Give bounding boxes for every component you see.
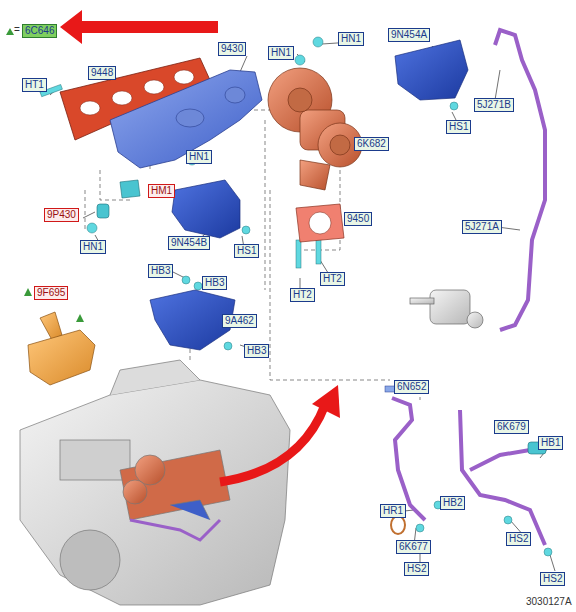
actuator — [410, 290, 483, 328]
callout-number: 5J271B — [474, 98, 514, 112]
callout-number: HR1 — [380, 504, 406, 518]
callout-number: 6K677 — [396, 540, 431, 554]
callout-number: 9N454A — [388, 28, 430, 42]
callout-number: HT1 — [22, 78, 47, 92]
sensor — [97, 180, 140, 218]
callout-number: HS2 — [404, 562, 429, 576]
callout-number: 6C646 — [22, 24, 57, 38]
callout-number: HB3 — [148, 264, 173, 278]
callout-number: HS2 — [540, 572, 565, 586]
callout-number: HN1 — [186, 150, 212, 164]
triangle-symbol — [6, 28, 14, 35]
red-arrow — [220, 405, 325, 482]
oil-feed-pipe — [495, 30, 545, 330]
note-text: = — [14, 24, 20, 36]
heat-shield — [172, 180, 240, 238]
callout-number: 6N652 — [394, 380, 429, 394]
studs — [40, 37, 552, 556]
triangle-symbol — [76, 314, 84, 322]
callout-number: 9448 — [88, 66, 116, 80]
callout-number: 9P430 — [44, 208, 79, 222]
callout-number: HB3 — [244, 344, 269, 358]
callout-number: HB1 — [538, 436, 563, 450]
callout-number: 9430 — [218, 42, 246, 56]
callout-number: HS1 — [446, 120, 471, 134]
callout-leaders — [50, 42, 555, 571]
callout-number: 6K682 — [354, 137, 389, 151]
oil-return-pipes — [392, 398, 545, 545]
callout-number: 6K679 — [494, 420, 529, 434]
turbocharger — [268, 68, 362, 190]
callout-number: 5J271A — [462, 220, 502, 234]
callout-number: HN1 — [80, 240, 106, 254]
callout-number: HB2 — [440, 496, 465, 510]
callout-number: 9450 — [344, 212, 372, 226]
callout-number: HB3 — [202, 276, 227, 290]
callout-number: HT2 — [320, 272, 345, 286]
callout-number: HS1 — [234, 244, 259, 258]
engine — [20, 360, 290, 605]
intake-duct — [28, 312, 95, 385]
exhaust-manifold — [110, 70, 262, 168]
callout-number: HM1 — [148, 184, 175, 198]
callout-number: HT2 — [290, 288, 315, 302]
callout-number: 9F695 — [34, 286, 68, 300]
callout-number: 9N454B — [168, 236, 210, 250]
red-arrow — [312, 385, 340, 418]
o-ring — [391, 516, 405, 534]
heat-shield — [395, 40, 468, 100]
callout-number: HN1 — [338, 32, 364, 46]
turbo-gasket — [296, 204, 344, 242]
red-arrow — [60, 10, 218, 44]
triangle-symbol — [24, 288, 32, 296]
callout-number: HN1 — [268, 46, 294, 60]
note-text: 3030127A — [526, 596, 572, 608]
callout-number: 9A462 — [222, 314, 257, 328]
callout-number: HS2 — [506, 532, 531, 546]
